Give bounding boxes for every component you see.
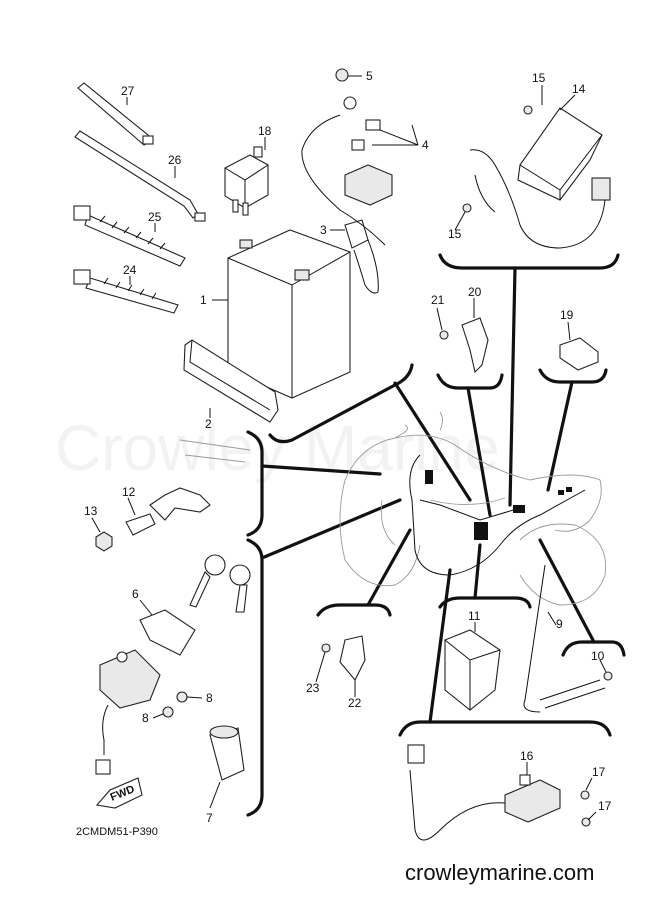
leader-19: [546, 380, 574, 492]
bracket-22-frame: [316, 603, 392, 617]
callout-24: 24: [123, 263, 137, 277]
starter-relay-4: [301, 96, 393, 246]
callout-12: 12: [122, 485, 136, 499]
callout-22: 22: [348, 696, 362, 710]
callout-26: 26: [168, 153, 182, 167]
bracket-19-frame: [538, 368, 608, 384]
leader-11: [473, 543, 482, 600]
callout-18: 18: [258, 124, 272, 138]
callout-3: 3: [320, 223, 327, 237]
leader-left-mid: [260, 464, 382, 476]
callout-8-b: 8: [142, 711, 149, 725]
cable-tie-26: [74, 130, 206, 222]
callout-19: 19: [560, 308, 574, 322]
callout-1: 1: [200, 293, 207, 307]
leader-battery: [393, 381, 472, 502]
leader-top-right: [508, 266, 517, 507]
battery-lead-3: [344, 219, 379, 294]
callout-10: 10: [591, 649, 605, 663]
callout-13: 13: [84, 504, 98, 518]
bracket-20-frame: [436, 373, 504, 390]
cable-tie-27: [77, 82, 154, 146]
holder-11: [444, 629, 501, 711]
callout-11: 11: [468, 609, 481, 623]
callout-14: 14: [572, 82, 586, 96]
callout-17-b: 17: [598, 799, 612, 813]
leader-22: [366, 528, 412, 607]
bracket-11-frame: [438, 596, 532, 609]
callout-8-a: 8: [206, 691, 213, 705]
callout-7: 7: [206, 811, 213, 825]
callout-5: 5: [366, 69, 373, 83]
callout-6: 6: [132, 587, 139, 601]
left-mid-group-bracket: [246, 430, 264, 537]
diagram-code: 2CMDM51-P390: [76, 826, 158, 838]
ecu-14: [469, 107, 611, 249]
callout-labels: 27 26 25 24 18 1 2 3 4 5 15 14 15 20 21 …: [84, 69, 612, 825]
website-url: crowleymarine.com: [405, 860, 595, 885]
bolt-8-b: [162, 706, 174, 718]
sensor-16: [407, 744, 561, 841]
battery-group-bracket: [268, 363, 414, 444]
bolt-15-top: [523, 105, 533, 115]
callout-2: 2: [205, 417, 212, 431]
main-switch-6: [95, 609, 196, 775]
leader-bottom: [428, 568, 452, 724]
left-lower-group-bracket: [246, 538, 264, 817]
motorcycle-outline: [339, 411, 607, 606]
sidestand-switch-bracket-12: [149, 439, 251, 521]
lock-cover-7: [209, 725, 245, 781]
battery-band-2: [183, 339, 279, 423]
bolt-23: [321, 643, 331, 653]
top-right-group-bracket: [438, 253, 620, 270]
callout-15-bottom: 15: [448, 227, 462, 241]
bolt-21: [439, 330, 449, 340]
holder-19: [559, 337, 599, 371]
relay-18: [224, 146, 269, 216]
bolt-5: [335, 68, 349, 82]
callout-17-a: 17: [592, 765, 606, 779]
callout-21: 21: [431, 293, 445, 307]
callout-23: 23: [306, 681, 320, 695]
callout-leaders: [91, 75, 607, 821]
wire-harness-9: [409, 454, 586, 713]
leader-10: [538, 538, 596, 644]
keys-6: [189, 554, 251, 613]
fwd-arrow: FWD: [95, 777, 143, 809]
bracket-10-frame: [561, 640, 626, 657]
cable-tie-24: [73, 269, 179, 314]
callout-4: 4: [422, 138, 429, 152]
bolt-17-a: [580, 790, 590, 800]
leader-20: [466, 386, 492, 517]
leader-left-lower: [260, 498, 402, 560]
sidestand-switch-13: [95, 513, 156, 552]
bracket-20: [461, 317, 489, 374]
callout-16: 16: [520, 749, 534, 763]
battery-1: [227, 229, 351, 399]
bolt-15-bottom: [462, 203, 472, 213]
bracket-22: [339, 635, 366, 681]
cable-tie-25: [73, 205, 186, 267]
bolt-8-a: [176, 691, 188, 703]
callout-9: 9: [556, 617, 563, 631]
lead-10: [539, 671, 613, 709]
callout-20: 20: [468, 285, 482, 299]
callout-25: 25: [148, 210, 162, 224]
callout-27: 27: [121, 84, 135, 98]
callout-15-top: 15: [532, 71, 546, 85]
bottom-right-group-bracket: [398, 720, 612, 737]
